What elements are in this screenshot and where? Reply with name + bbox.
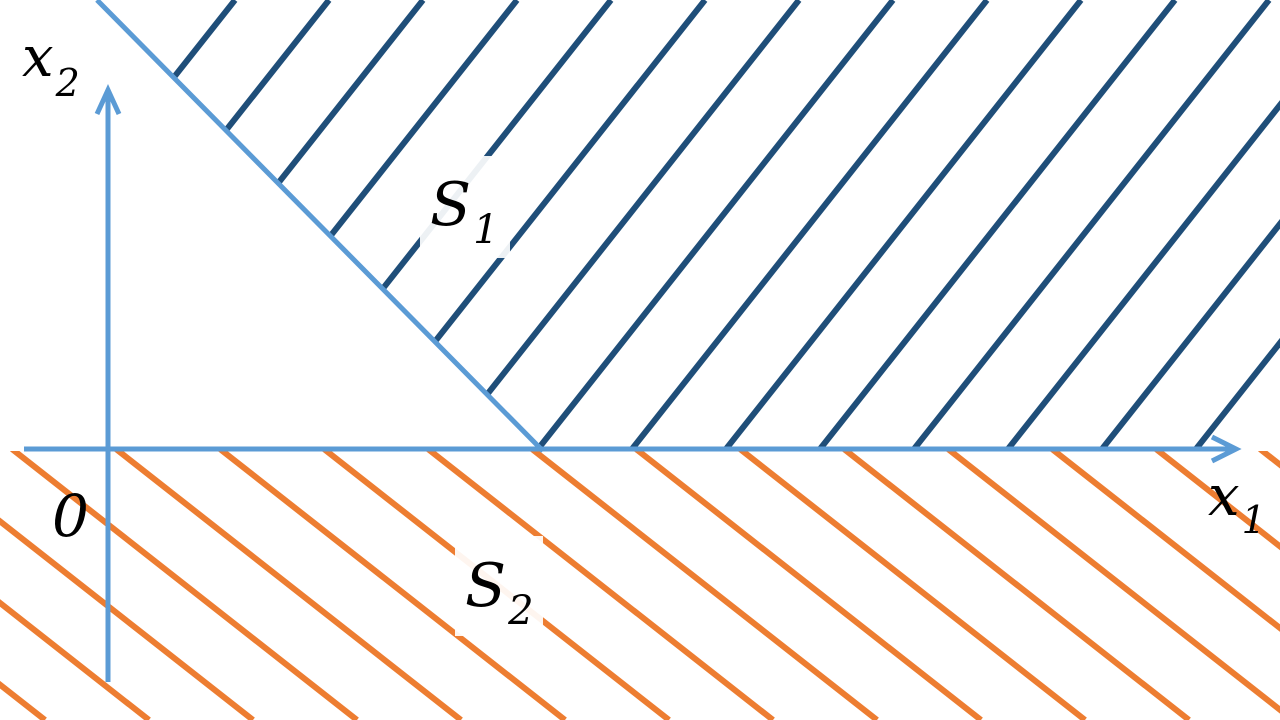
region-s2-hatch-line-4 — [10, 451, 359, 720]
region-s2-label-background — [455, 536, 543, 636]
x2-axis-arrowhead — [94, 83, 122, 116]
region-s2-hatch-line-2 — [0, 599, 151, 720]
region-s1-hatch-line-15 — [1193, 0, 1280, 449]
region-s1-hatch-line-1 — [95, 0, 238, 449]
region-s1-hatch-line-12 — [911, 0, 1272, 449]
region-s2-hatch-line-6 — [218, 451, 567, 720]
region-s1-hatch-line-3 — [95, 0, 426, 449]
origin-label: 0 — [52, 482, 89, 550]
x1-axis — [24, 434, 1242, 464]
region-s2-hatch-line-12 — [842, 451, 1191, 720]
region-s2-hatch-line-9 — [530, 451, 879, 720]
region-s2-hatch-line-3 — [0, 517, 255, 720]
region-s1-hatch-line-10 — [723, 0, 1084, 449]
region-s2-hatch-line-14 — [1050, 451, 1280, 632]
region-s2-hatch-line-1 — [0, 680, 47, 720]
region-s1-hatch-line-11 — [817, 0, 1178, 449]
region-s1-boundary — [95, 0, 545, 453]
region-s1-hatch-line-7 — [441, 0, 802, 449]
region-s2-hatch-line-15 — [1154, 451, 1280, 551]
x1-axis-arrowhead — [1210, 434, 1242, 464]
region-s1-label: S1 — [430, 170, 499, 253]
x2-axis — [94, 83, 122, 682]
region-s1-hatch-line-6 — [347, 0, 708, 449]
region-s2-label: S2 — [465, 551, 534, 634]
region-s1-label-background — [420, 156, 510, 258]
region-s2-hatch-line-11 — [738, 451, 1087, 720]
region-s2-hatch-line-8 — [426, 451, 775, 720]
region-s1-hatching — [95, 0, 1280, 449]
x1-axis-label: x1 — [1208, 464, 1266, 542]
region-s2-hatch-line-10 — [634, 451, 983, 720]
x2-axis-label: x2 — [22, 25, 80, 105]
region-s2-hatch-line-16 — [1258, 451, 1280, 469]
region-s1-hatch-line-14 — [1099, 0, 1280, 449]
region-s1-hatch-line-8 — [535, 0, 896, 449]
region-s2-hatching — [0, 451, 1280, 720]
region-s2-hatch-line-5 — [114, 451, 463, 720]
region-s1-hatch-line-13 — [1005, 0, 1280, 449]
region-s1-hatch-line-9 — [629, 0, 990, 449]
region-s2-hatch-line-13 — [946, 451, 1280, 714]
